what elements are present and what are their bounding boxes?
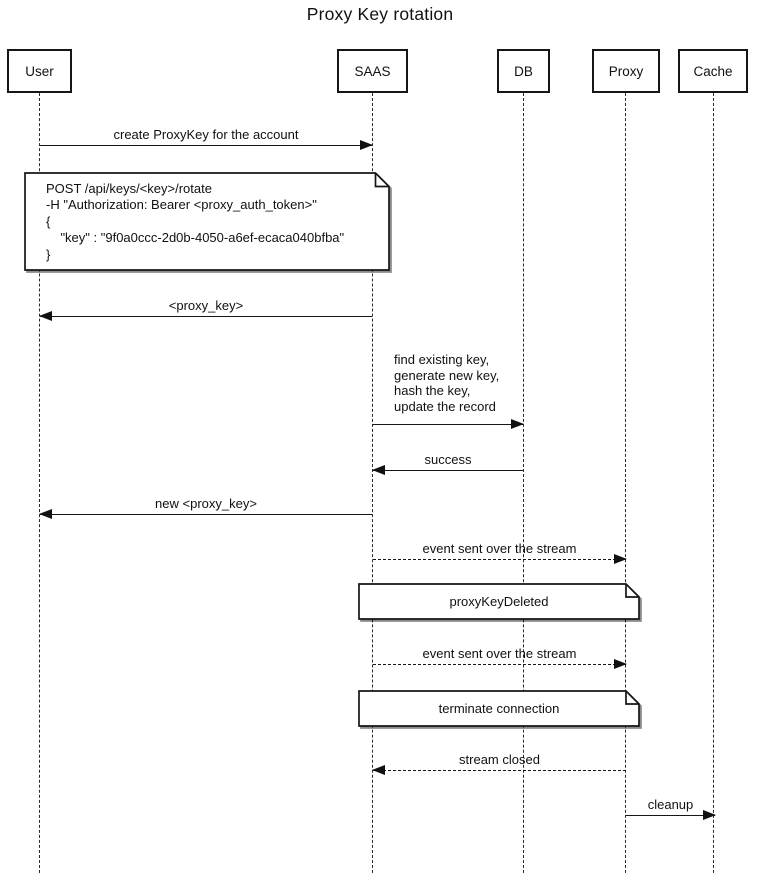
actor-box-proxy: Proxy bbox=[592, 49, 660, 93]
lifeline-proxy bbox=[625, 93, 626, 873]
arrowhead-right-icon bbox=[614, 659, 627, 670]
actor-label-user: User bbox=[25, 63, 54, 79]
message-label: create ProxyKey for the account bbox=[113, 127, 299, 142]
message-label: find existing key, generate new key, has… bbox=[394, 351, 500, 415]
arrow-line bbox=[373, 424, 523, 425]
arrow-line bbox=[626, 815, 715, 816]
arrow-line bbox=[373, 470, 523, 471]
message-label: <proxy_key> bbox=[168, 298, 244, 313]
note-terminate-connection: terminate connection bbox=[358, 690, 640, 727]
note-shape-icon bbox=[358, 583, 640, 620]
note-text: proxyKeyDeleted bbox=[449, 594, 549, 609]
arrow-line bbox=[40, 316, 372, 317]
note-request-payload: POST /api/keys/<key>/rotate -H "Authoriz… bbox=[24, 172, 390, 271]
message-label: stream closed bbox=[459, 752, 540, 767]
message-label: cleanup bbox=[647, 797, 694, 812]
note-shape-icon bbox=[24, 172, 390, 271]
arrow-line-dashed bbox=[373, 664, 626, 665]
arrowhead-right-icon bbox=[703, 810, 716, 821]
arrowhead-left-icon bbox=[39, 509, 52, 520]
diagram-title: Proxy Key rotation bbox=[306, 4, 454, 24]
lifeline-cache bbox=[713, 93, 714, 873]
message-label: new <proxy_key> bbox=[155, 496, 257, 511]
actor-label-db: DB bbox=[514, 63, 533, 79]
actor-label-proxy: Proxy bbox=[608, 63, 644, 79]
actor-label-cache: Cache bbox=[693, 63, 733, 79]
lifeline-saas bbox=[372, 93, 373, 873]
arrow-line-dashed bbox=[373, 559, 626, 560]
arrow-line bbox=[40, 145, 372, 146]
arrowhead-right-icon bbox=[360, 140, 373, 151]
actor-box-cache: Cache bbox=[678, 49, 748, 93]
message-label: event sent over the stream bbox=[422, 541, 577, 556]
note-text: POST /api/keys/<key>/rotate -H "Authoriz… bbox=[46, 180, 345, 262]
arrowhead-left-icon bbox=[372, 765, 385, 776]
note-shape-icon bbox=[358, 690, 640, 727]
arrowhead-right-icon bbox=[614, 554, 627, 565]
arrowhead-left-icon bbox=[372, 465, 385, 476]
arrowhead-left-icon bbox=[39, 311, 52, 322]
message-label: event sent over the stream bbox=[422, 646, 577, 661]
note-proxykey-deleted: proxyKeyDeleted bbox=[358, 583, 640, 620]
actor-label-saas: SAAS bbox=[354, 63, 391, 79]
lifeline-db bbox=[523, 93, 524, 873]
note-text: terminate connection bbox=[438, 701, 560, 716]
actor-box-user: User bbox=[7, 49, 72, 93]
arrow-line bbox=[40, 514, 372, 515]
message-label: success bbox=[424, 452, 472, 467]
lifeline-user bbox=[39, 93, 40, 873]
actor-box-db: DB bbox=[497, 49, 550, 93]
arrow-line-dashed bbox=[373, 770, 626, 771]
arrowhead-right-icon bbox=[511, 419, 524, 430]
actor-box-saas: SAAS bbox=[337, 49, 408, 93]
